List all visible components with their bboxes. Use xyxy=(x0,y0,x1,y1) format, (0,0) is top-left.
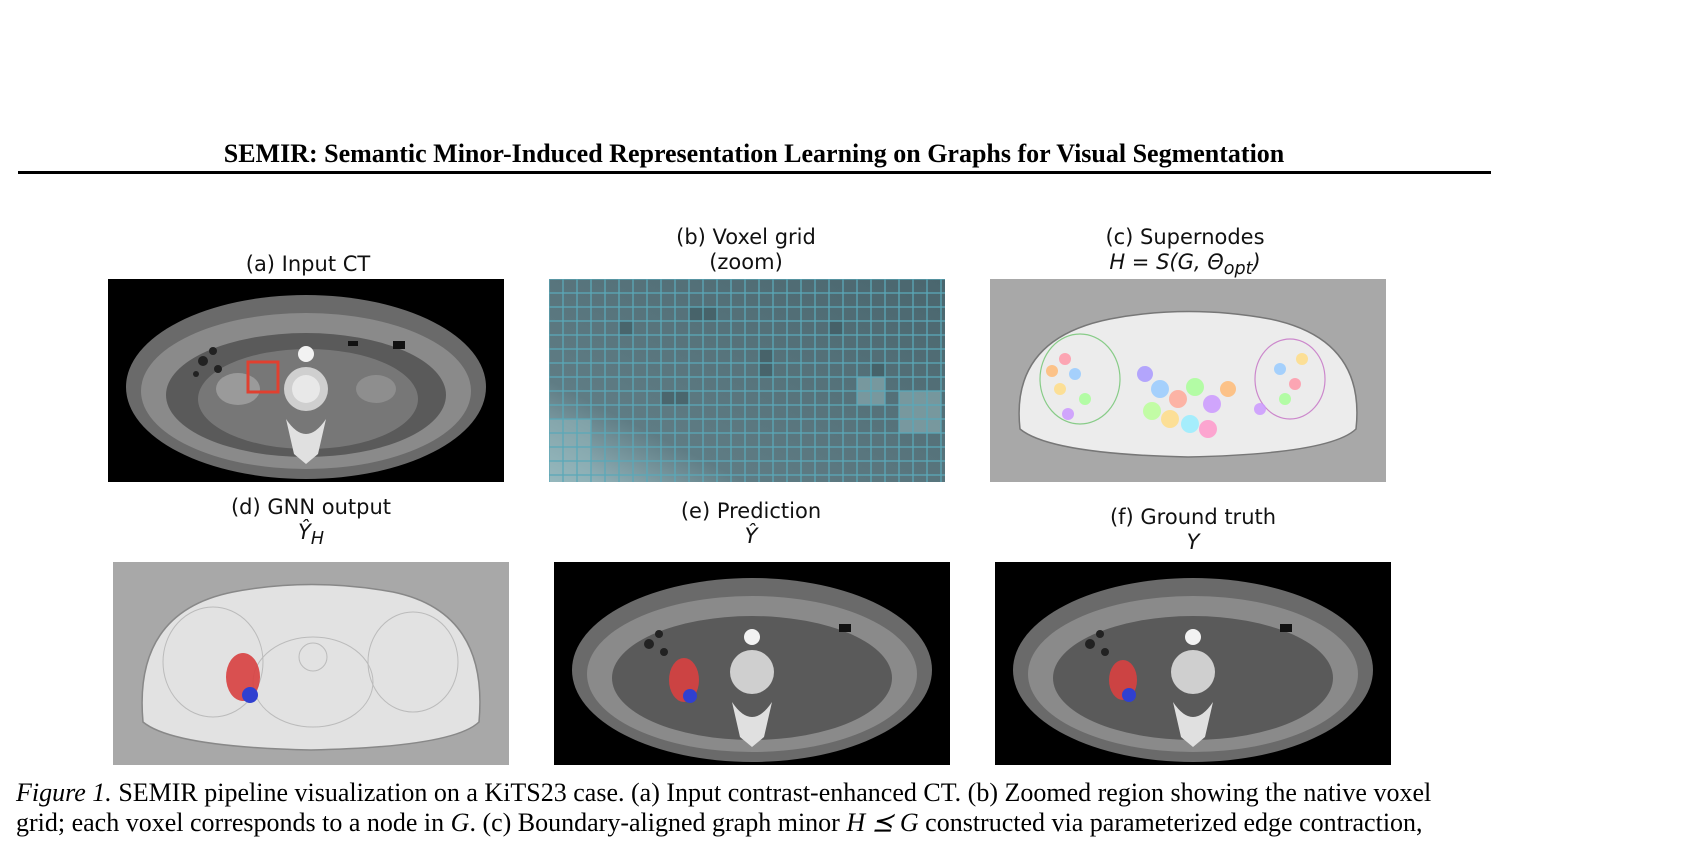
panel-a-title: (a) Input CT xyxy=(108,252,508,277)
panel-d-title-line1: (d) GNN output xyxy=(230,495,392,519)
panel-c-supernodes xyxy=(990,279,1386,482)
panel-d-title-math: ŶH xyxy=(298,520,324,550)
panel-b-title-line1: (b) Voxel grid xyxy=(676,225,816,249)
panel-f-title-math: Y xyxy=(1186,530,1200,554)
caption-line1-text: SEMIR pipeline visualization on a KiTS23… xyxy=(118,778,1432,807)
panel-e-prediction-image xyxy=(554,562,950,765)
panel-c-title-line1: (c) Supernodes xyxy=(1105,225,1265,249)
panel-f-ground-truth-image xyxy=(995,562,1391,765)
panel-f-title: (f) Ground truth Y xyxy=(993,505,1393,555)
panel-d-gnn-output xyxy=(113,562,509,765)
panel-c-title: (c) Supernodes H = S(G, Θopt) xyxy=(985,225,1385,282)
panel-a-ct-image xyxy=(108,279,504,482)
caption-line-1: Figure 1. SEMIR pipeline visualization o… xyxy=(16,778,1496,808)
caption-label: Figure 1. xyxy=(16,778,112,807)
panel-d-title: (d) GNN output ŶH xyxy=(111,495,511,552)
panel-e-title: (e) Prediction Ŷ xyxy=(551,499,951,549)
panel-b-voxel-grid xyxy=(549,279,945,482)
panel-c-title-math: H = S(G, Θopt) xyxy=(1109,250,1261,280)
panel-f-title-line1: (f) Ground truth xyxy=(1109,505,1277,529)
running-title: SEMIR: Semantic Minor-Induced Representa… xyxy=(223,139,1285,168)
figure-caption: Figure 1. SEMIR pipeline visualization o… xyxy=(16,778,1496,838)
panel-b-title: (b) Voxel grid (zoom) xyxy=(546,225,946,275)
panel-a-title-text: (a) Input CT xyxy=(245,252,371,276)
panel-e-title-line1: (e) Prediction xyxy=(680,499,822,523)
panel-b-title-line2: (zoom) xyxy=(709,250,783,274)
panel-e-title-math: Ŷ xyxy=(744,524,758,548)
caption-line-2: grid; each voxel corresponds to a node i… xyxy=(16,808,1423,837)
header-rule xyxy=(18,171,1491,174)
